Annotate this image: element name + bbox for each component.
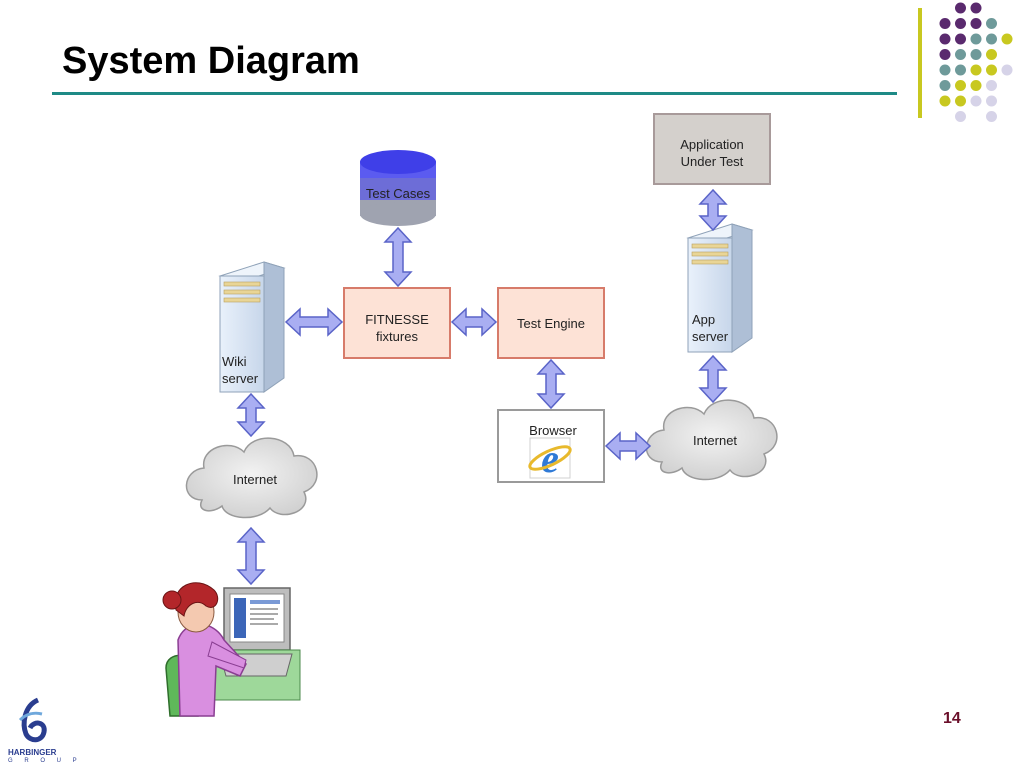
decorative-dot — [955, 111, 966, 122]
decorative-dot — [955, 33, 966, 45]
wiki-server-label-line1: Wiki — [222, 354, 247, 369]
page-number: 14 — [943, 710, 961, 727]
test-cases-label: Test Cases — [365, 186, 431, 201]
decorative-dot — [955, 2, 966, 14]
decorative-dot-grid — [939, 2, 1013, 122]
internet-cloud-left — [185, 437, 318, 519]
decorative-dot — [1001, 33, 1013, 45]
internet-left-label: Internet — [232, 472, 278, 487]
wiki-server-tower — [218, 261, 286, 393]
app-server-label: App server — [692, 311, 728, 345]
decorative-dot — [986, 33, 997, 45]
decorative-dot — [970, 64, 982, 76]
decorative-dot — [939, 33, 951, 45]
decorative-dot — [986, 64, 997, 76]
decorative-dot — [970, 18, 982, 29]
arrow-appserver-internet — [698, 354, 728, 404]
accent-vertical-bar — [918, 8, 922, 118]
browser-e-icon: e — [528, 436, 572, 481]
arrow-browser-internet — [604, 431, 652, 461]
decorative-dot — [970, 80, 982, 91]
fitnesse-label-line1: FITNESSE — [365, 312, 429, 327]
decorative-dot — [955, 95, 966, 107]
test-engine-box — [497, 287, 605, 359]
decorative-dot — [939, 80, 951, 91]
arrow-wiki-fitnesse — [284, 307, 344, 337]
test-cases-database — [360, 150, 436, 226]
decorative-dot — [939, 95, 951, 107]
decorative-dot — [955, 49, 966, 60]
fitnesse-fixtures-box — [343, 287, 451, 359]
title-underline — [52, 92, 897, 95]
application-under-test-line2: Under Test — [680, 154, 744, 169]
arrow-testcases-fitnesse — [383, 226, 413, 288]
app-server-label-line1: App — [692, 312, 716, 327]
browser-label: Browser — [529, 423, 577, 438]
test-engine-label: Test Engine — [517, 316, 585, 331]
decorative-dot — [939, 18, 951, 29]
wiki-server-label: Wiki server — [222, 353, 258, 387]
decorative-dot — [986, 95, 997, 107]
user-at-computer-illustration — [162, 582, 301, 717]
decorative-dot — [955, 18, 966, 29]
decorative-dot — [986, 80, 997, 91]
decorative-dot — [955, 80, 966, 91]
harbinger-logo — [14, 694, 54, 744]
arrow-testengine-browser — [536, 358, 566, 410]
decorative-dot — [1001, 64, 1013, 76]
app-server-label-line2: server — [692, 329, 729, 344]
decorative-dot — [970, 49, 982, 60]
internet-right-label: Internet — [692, 433, 738, 448]
decorative-dot — [955, 64, 966, 76]
decorative-dot — [939, 64, 951, 76]
arrow-internet-user — [236, 526, 266, 586]
arrow-app-appserver — [698, 188, 728, 232]
arrow-fitnesse-testengine — [450, 307, 498, 337]
logo-subtext: G R O U P — [8, 758, 82, 764]
decorative-dot — [970, 95, 982, 107]
svg-text:e: e — [541, 436, 559, 481]
application-under-test-label: Application Under Test — [654, 136, 770, 170]
fitnesse-label-line2: fixtures — [376, 329, 418, 344]
application-under-test-box — [653, 113, 771, 185]
logo-wordmark: HARBINGER — [8, 748, 57, 757]
decorative-dot — [970, 2, 982, 14]
fitnesse-label: FITNESSE fixtures — [344, 311, 450, 345]
application-under-test-line1: Application — [680, 137, 744, 152]
decorative-dot — [939, 49, 951, 60]
decorative-dot — [986, 111, 997, 122]
decorative-dot — [986, 49, 997, 60]
decorative-dot — [970, 33, 982, 45]
wiki-server-label-line2: server — [222, 371, 259, 386]
connector-arrows — [236, 188, 728, 586]
slide-title: System Diagram — [62, 40, 360, 82]
app-server-tower — [686, 223, 754, 353]
arrow-wiki-internet — [236, 392, 266, 438]
internet-cloud-right — [645, 399, 778, 481]
decorative-dot — [986, 18, 997, 29]
